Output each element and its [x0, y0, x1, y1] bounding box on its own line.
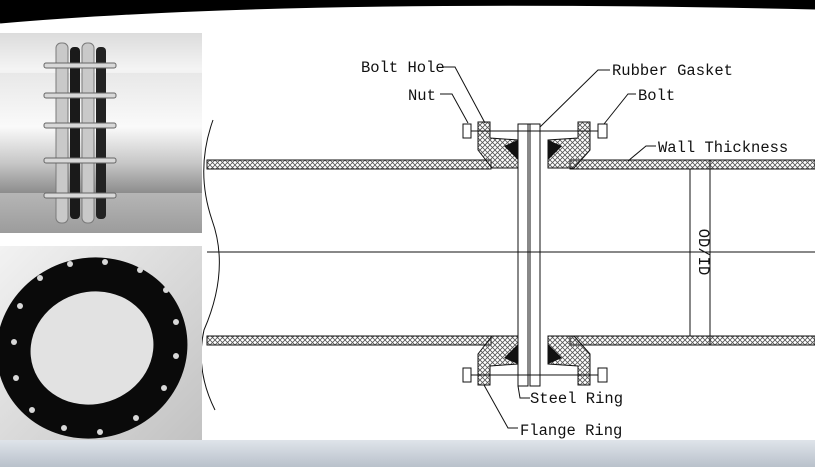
flange-right-bottom	[547, 335, 591, 386]
coupling-photo	[0, 33, 202, 233]
label-wall-thickness: Wall Thickness	[658, 139, 788, 157]
gasket-photo	[0, 246, 202, 440]
nut-bottom-left	[462, 367, 472, 383]
pipe-joint-drawing: OD/ID Bolt Hole Nut Rubber Gasket Bolt W…	[202, 59, 815, 440]
label-rubber-gasket: Rubber Gasket	[612, 62, 733, 80]
pipe-wall-bottom-right	[569, 335, 815, 346]
diameter-label: OD/ID	[694, 229, 712, 276]
nut-top-left	[462, 123, 472, 139]
bolt-head-bottom	[597, 367, 608, 383]
rubber-gasket-plate	[529, 123, 541, 387]
bottom-band	[0, 440, 815, 467]
label-steel-ring: Steel Ring	[530, 390, 623, 408]
bolt-head-top	[597, 123, 608, 139]
flange-right-top	[547, 121, 591, 169]
leader-nut	[440, 93, 469, 124]
leader-flange-ring	[483, 384, 518, 429]
pipe-wall-top-left	[206, 159, 492, 170]
leader-wall-thickness	[627, 145, 656, 162]
label-nut: Nut	[408, 87, 436, 105]
label-flange-ring: Flange Ring	[520, 422, 622, 440]
pipe-wall-bottom-left	[206, 335, 492, 346]
leader-bolt-hole	[442, 66, 486, 124]
label-bolt: Bolt	[638, 87, 675, 105]
leader-bolt	[603, 93, 636, 125]
label-bolt-hole: Bolt Hole	[361, 59, 445, 77]
leader-rubber-gasket	[539, 69, 610, 128]
steel-ring	[517, 123, 529, 387]
top-decorative-curve	[0, 0, 815, 24]
break-line	[202, 119, 220, 411]
pipe-wall-top-right	[569, 159, 815, 170]
leader-steel-ring	[517, 385, 530, 399]
